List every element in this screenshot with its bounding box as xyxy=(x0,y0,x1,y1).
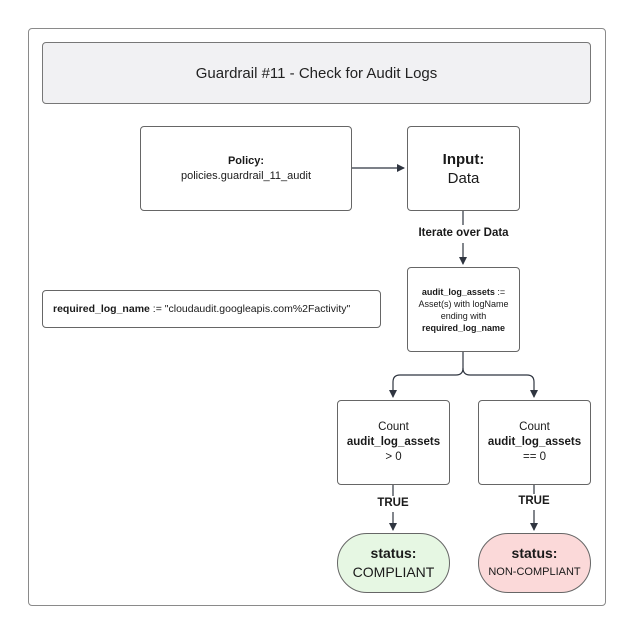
diagram-title: Guardrail #11 - Check for Audit Logs xyxy=(42,42,591,104)
required-log-op: := xyxy=(149,303,165,315)
count-gt-var: audit_log_assets xyxy=(346,436,441,448)
status-noncompliant-value: NON-COMPLIANT xyxy=(488,566,581,578)
status-compliant-value: COMPLIANT xyxy=(352,564,435,580)
policy-value: policies.guardrail_11_audit xyxy=(180,169,312,182)
audit-assets-desc-1: Asset(s) with logName xyxy=(418,298,509,309)
audit-assets-desc-2: ending with xyxy=(440,310,487,321)
count-eq-cond: == 0 xyxy=(522,451,547,463)
required-log-node: required_log_name := "cloudaudit.googlea… xyxy=(42,290,381,328)
input-value: Data xyxy=(447,169,480,187)
status-compliant-label: status: xyxy=(370,545,417,561)
edge-assets-split-right xyxy=(462,367,538,398)
status-noncompliant-node: status: NON-COMPLIANT xyxy=(478,533,591,593)
count-eq-var: audit_log_assets xyxy=(487,436,582,448)
status-compliant-node: status: COMPLIANT xyxy=(337,533,450,593)
count-gt-label: Count xyxy=(378,421,409,433)
count-gt-cond: > 0 xyxy=(385,451,402,463)
edge-assets-split xyxy=(389,352,464,398)
required-log-var: required_log_name xyxy=(53,303,150,315)
input-node: Input: Data xyxy=(407,126,520,211)
count-eq-label: Count xyxy=(519,421,550,433)
diagram-title-text: Guardrail #11 - Check for Audit Logs xyxy=(195,64,438,82)
count-gt-zero-node: Count audit_log_assets > 0 xyxy=(337,400,450,485)
policy-label: Policy: xyxy=(227,154,265,167)
audit-assets-op: := xyxy=(494,286,506,297)
true-label-right: TRUE xyxy=(518,495,550,507)
audit-assets-ref: required_log_name xyxy=(421,322,506,333)
status-noncompliant-label: status: xyxy=(511,545,558,561)
required-log-value: "cloudaudit.googleapis.com%2Factivity" xyxy=(164,303,351,315)
count-eq-zero-node: Count audit_log_assets == 0 xyxy=(478,400,591,485)
input-label: Input: xyxy=(442,150,485,168)
iterate-edge-label: Iterate over Data xyxy=(418,227,509,239)
audit-assets-node: audit_log_assets := Asset(s) with logNam… xyxy=(407,267,520,352)
audit-assets-var: audit_log_assets xyxy=(421,286,495,297)
true-label-left: TRUE xyxy=(377,497,409,509)
policy-node: Policy: policies.guardrail_11_audit xyxy=(140,126,352,211)
